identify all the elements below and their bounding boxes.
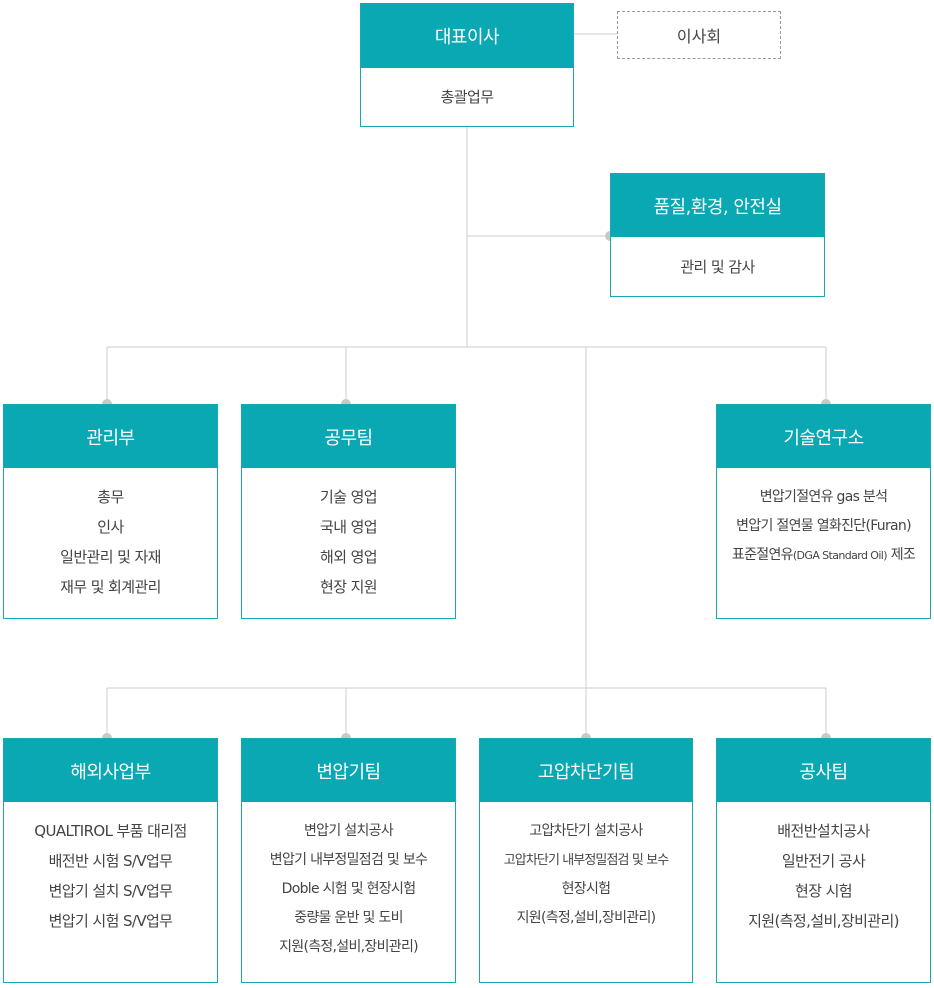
dept-title: 기술연구소	[717, 405, 930, 468]
duty-item: 해외 영업	[320, 548, 378, 566]
dept-research: 기술연구소 변압기절연유 gas 분석 변압기 절연물 열화진단(Furan) …	[716, 404, 931, 619]
duty-item: 배전반 시험 S/V업무	[48, 852, 173, 870]
duty-item: 일반전기 공사	[781, 852, 866, 870]
duty-item: 변압기 시험 S/V업무	[48, 912, 173, 930]
duty-item: 변압기 설치공사	[303, 823, 394, 839]
duty-item: 지원(측정,설비,장비관리)	[748, 912, 899, 930]
dept-duties: 변압기절연유 gas 분석 변압기 절연물 열화진단(Furan) 표준절연유(…	[717, 468, 930, 570]
dept-management: 관리부 총무 인사 일반관리 및 자재 재무 및 회계관리	[3, 404, 218, 619]
duty-item: 표준절연유(DGA Standard Oil) 제조	[731, 541, 916, 570]
board-of-directors: 이사회	[617, 11, 781, 59]
duty-item: 변압기절연유 gas 분석	[759, 489, 888, 505]
dept-breaker: 고압차단기팀 고압차단기 설치공사 고압차단기 내부정밀점검 및 보수 현장시험…	[479, 738, 693, 983]
ceo-box: 대표이사 총괄업무	[360, 3, 574, 127]
dept-transformer: 변압기팀 변압기 설치공사 변압기 내부정밀점검 및 보수 Doble 시험 및…	[241, 738, 456, 983]
dept-overseas: 해외사업부 QUALTIROL 부품 대리점 배전반 시험 S/V업무 변압기 …	[3, 738, 218, 983]
duty-item: QUALTIROL 부품 대리점	[34, 822, 187, 840]
duty-item: 지원(측정,설비,장비관리)	[279, 939, 419, 955]
dept-duties: 총무 인사 일반관리 및 자재 재무 및 회계관리	[4, 468, 217, 602]
dept-duties: 배전반설치공사 일반전기 공사 현장 시험 지원(측정,설비,장비관리)	[717, 802, 930, 936]
duty-item: 인사	[97, 518, 124, 536]
duty-item-main: 표준절연유	[731, 547, 794, 563]
duty-item: 현장시험	[561, 881, 611, 897]
duty-item: 총무	[97, 488, 124, 506]
ceo-duty-area: 총괄업무	[361, 68, 573, 126]
dept-title: 고압차단기팀	[480, 739, 692, 802]
duty-item: 중량물 운반 및 도비	[294, 910, 403, 926]
quality-duty-area: 관리 및 감사	[611, 237, 824, 296]
duty-item: 재무 및 회계관리	[60, 578, 161, 596]
duty-item: 고압차단기 내부정밀점검 및 보수	[503, 853, 669, 868]
dept-title: 관리부	[4, 405, 217, 468]
duty-item-note: (DGA Standard Oil)	[792, 549, 888, 562]
dept-title: 공사팀	[717, 739, 930, 802]
duty-item: 현장 시험	[795, 882, 853, 900]
dept-title: 변압기팀	[242, 739, 455, 802]
duty-item: 기술 영업	[320, 488, 378, 506]
dept-duties: 고압차단기 설치공사 고압차단기 내부정밀점검 및 보수 현장시험 지원(측정,…	[480, 802, 692, 933]
duty-item: 변압기 설치 S/V업무	[48, 882, 173, 900]
ceo-duty: 총괄업무	[440, 88, 494, 106]
duty-item-suffix: 제조	[886, 547, 916, 563]
duty-item: 변압기 절연물 열화진단(Furan)	[736, 518, 911, 534]
quality-box: 품질,환경, 안전실 관리 및 감사	[610, 173, 825, 297]
dept-engineering: 공무팀 기술 영업 국내 영업 해외 영업 현장 지원	[241, 404, 456, 619]
duty-item: Doble 시험 및 현장시험	[281, 881, 416, 897]
dept-title: 해외사업부	[4, 739, 217, 802]
duty-item: 배전반설치공사	[777, 822, 870, 840]
dept-construction: 공사팀 배전반설치공사 일반전기 공사 현장 시험 지원(측정,설비,장비관리)	[716, 738, 931, 983]
quality-title: 품질,환경, 안전실	[611, 174, 824, 237]
duty-item: 지원(측정,설비,장비관리)	[516, 910, 657, 926]
dept-duties: QUALTIROL 부품 대리점 배전반 시험 S/V업무 변압기 설치 S/V…	[4, 802, 217, 936]
dept-title: 공무팀	[242, 405, 455, 468]
duty-item: 국내 영업	[320, 518, 378, 536]
quality-duty: 관리 및 감사	[680, 257, 755, 276]
dept-duties: 기술 영업 국내 영업 해외 영업 현장 지원	[242, 468, 455, 602]
duty-item: 고압차단기 설치공사	[529, 823, 643, 839]
duty-item: 현장 지원	[320, 578, 378, 596]
dept-duties: 변압기 설치공사 변압기 내부정밀점검 및 보수 Doble 시험 및 현장시험…	[242, 802, 455, 962]
duty-item: 변압기 내부정밀점검 및 보수	[269, 852, 428, 868]
duty-item: 일반관리 및 자재	[60, 548, 161, 566]
ceo-title: 대표이사	[361, 4, 573, 68]
